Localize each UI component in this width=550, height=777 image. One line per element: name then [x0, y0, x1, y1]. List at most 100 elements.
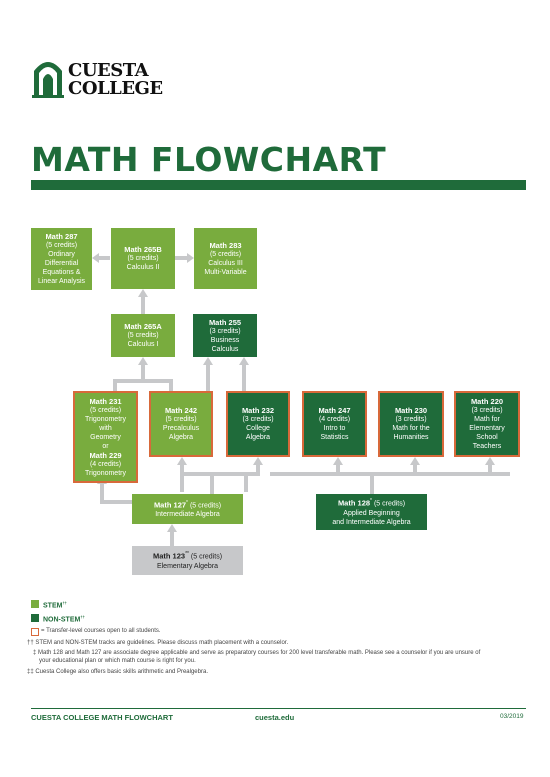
course-name: Math 127: [153, 500, 187, 510]
footnote-3: ‡‡ Cuesta College also offers basic skil…: [27, 669, 208, 675]
course-line: and Intermediate Algebra: [332, 518, 411, 526]
course-line: (3 credits): [242, 416, 274, 423]
course-name: Math 220: [470, 397, 504, 406]
transfer-swatch: [31, 628, 39, 636]
course-math-265a: Math 265A (5 credits) Calculus I: [111, 314, 175, 357]
course-line: Multi-Variable: [204, 268, 247, 276]
course-title-line: Math 127* (5 credits): [154, 499, 221, 510]
course-line: Business: [210, 336, 240, 344]
course-line: College: [246, 425, 270, 432]
legend-sup: ††: [80, 614, 85, 619]
course-math-232: Math 232 (3 credits) College Algebra: [226, 391, 290, 457]
course-line: Ordinary: [48, 251, 75, 258]
legend-nonstem: NON-STEM††: [43, 614, 85, 623]
course-line: School: [476, 434, 498, 441]
course-line: Algebra: [168, 434, 194, 441]
course-name: Math 231: [89, 396, 122, 406]
course-line: (3 credits): [395, 416, 427, 423]
course-line: Precalculus: [162, 425, 200, 432]
legend-stem: STEM††: [43, 600, 67, 609]
course-line: Math for: [474, 416, 500, 423]
course-line: (5 credits): [127, 255, 159, 262]
course-name: Math 283: [209, 240, 242, 250]
course-line: or: [102, 442, 109, 450]
course-math-287: Math 287 (5 credits) Ordinary Differenti…: [31, 228, 92, 290]
course-name: Math 123: [152, 551, 186, 561]
course-line: (5 credits): [45, 242, 78, 249]
course-line: Calculus III: [208, 259, 243, 267]
footnote-2-cont: your educational plan or which math cour…: [39, 658, 196, 664]
course-sup: **: [185, 551, 189, 558]
course-credits: (5 credits): [188, 553, 223, 561]
course-name: Math 255: [208, 317, 242, 327]
course-line: Math for the: [392, 425, 430, 432]
course-sup: *: [370, 498, 372, 505]
course-math-230: Math 230 (3 credits) Math for the Humani…: [378, 391, 444, 457]
legend-sup: ††: [62, 600, 67, 605]
course-math-242: Math 242 (5 credits) Precalculus Algebra: [149, 391, 213, 457]
logo-emblem-icon: [32, 62, 64, 98]
course-name: Math 265A: [124, 322, 162, 331]
logo-line1: CUESTA: [68, 60, 149, 81]
course-line: (5 credits): [165, 416, 197, 423]
course-credits: (5 credits): [372, 500, 406, 508]
course-name: Math 230: [394, 406, 428, 415]
stem-swatch: [31, 600, 39, 608]
course-title-line: Math 123** (5 credits): [153, 550, 222, 561]
footer-title: CUESTA COLLEGE MATH FLOWCHART: [31, 713, 173, 722]
course-line: with: [99, 424, 112, 432]
footer-date: 03/2019: [500, 713, 524, 720]
course-line: (3 credits): [471, 407, 503, 414]
course-line: Teachers: [472, 443, 502, 450]
course-math-123: Math 123** (5 credits) Elementary Algebr…: [132, 546, 243, 575]
course-name: Math 265B: [124, 245, 162, 254]
course-line: (5 credits): [127, 332, 159, 339]
course-math-247: Math 247 (4 credits) Intro to Statistics: [302, 391, 367, 457]
course-line: (3 credits): [209, 327, 241, 335]
course-line: Algebra: [245, 434, 271, 441]
college-logo: CUESTA COLLEGE: [31, 57, 163, 102]
course-line: (4 credits): [89, 460, 122, 468]
course-line: Statistics: [320, 434, 349, 441]
course-credits: (5 credits): [188, 502, 222, 510]
course-name: Math 232: [241, 406, 275, 415]
course-sup: *: [186, 499, 188, 506]
course-line: Equations &: [42, 269, 81, 276]
course-line: Intro to: [323, 425, 346, 432]
course-line: Linear Analysis: [37, 278, 86, 285]
course-line: (4 credits): [318, 416, 351, 423]
course-line: Trigonometry: [85, 415, 126, 423]
course-line: Elementary Algebra: [156, 562, 219, 570]
course-name: Math 287: [45, 232, 78, 241]
course-line: Geometry: [90, 433, 121, 441]
course-line: Applied Beginning: [343, 509, 400, 517]
course-line: Calculus I: [127, 341, 159, 348]
course-name: Math 247: [318, 406, 351, 415]
course-line: (5 credits): [89, 406, 122, 414]
course-math-231-229: Math 231 (5 credits) Trigonometry with G…: [73, 391, 138, 483]
course-math-255: Math 255 (3 credits) Business Calculus: [193, 314, 257, 357]
legend-transfer: = Transfer-level courses open to all stu…: [41, 628, 161, 634]
course-name: Math 242: [164, 406, 198, 415]
page-title: MATH FLOWCHART: [31, 140, 387, 179]
course-math-127: Math 127* (5 credits) Intermediate Algeb…: [132, 494, 243, 524]
course-line: Humanities: [393, 434, 429, 441]
footnote-2: ‡ Math 128 and Math 127 are associate de…: [33, 650, 481, 656]
course-title-line: Math 128* (5 credits): [338, 497, 405, 508]
footer-url[interactable]: cuesta.edu: [255, 713, 295, 722]
course-line: (5 credits): [209, 250, 242, 258]
course-name: Math 128: [337, 498, 371, 508]
course-math-265b: Math 265B (5 credits) Calculus II: [111, 228, 175, 289]
course-name: Math 229: [89, 450, 122, 460]
legend-nonstem-label: NON-STEM: [43, 616, 81, 624]
course-line: Elementary: [469, 425, 505, 432]
course-math-128: Math 128* (5 credits) Applied Beginning …: [316, 494, 427, 530]
course-math-220: Math 220 (3 credits) Math for Elementary…: [454, 391, 520, 457]
footer-divider: [31, 708, 526, 709]
nonstem-swatch: [31, 614, 39, 622]
title-divider: [31, 180, 526, 190]
legend-stem-label: STEM: [43, 602, 63, 610]
footnote-1: †† STEM and NON-STEM tracks are guidelin…: [27, 640, 289, 646]
course-math-283: Math 283 (5 credits) Calculus III Multi-…: [194, 228, 257, 289]
course-line: Differential: [44, 260, 79, 267]
